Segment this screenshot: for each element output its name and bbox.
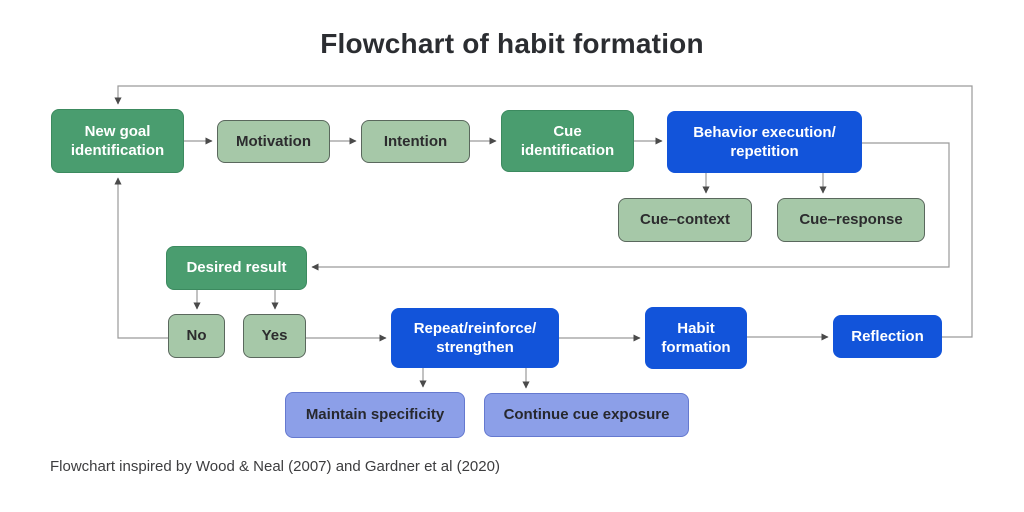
node-maintain-specificity: Maintain specificity [285, 392, 465, 438]
node-yes: Yes [243, 314, 306, 358]
node-motivation: Motivation [217, 120, 330, 163]
node-new-goal-identification: New goal identification [51, 109, 184, 173]
node-desired-result: Desired result [166, 246, 307, 290]
node-reflection: Reflection [833, 315, 942, 358]
node-behavior-execution-repetition: Behavior execution/ repetition [667, 111, 862, 173]
page-title: Flowchart of habit formation [320, 28, 704, 59]
node-habit-formation: Habit formation [645, 307, 747, 369]
source-caption: Flowchart inspired by Wood & Neal (2007)… [50, 458, 500, 475]
node-cue-context: Cue–context [618, 198, 752, 242]
node-continue-cue-exposure: Continue cue exposure [484, 393, 689, 437]
node-intention: Intention [361, 120, 470, 163]
node-cue-identification: Cue identification [501, 110, 634, 172]
node-no: No [168, 314, 225, 358]
node-cue-response: Cue–response [777, 198, 925, 242]
node-repeat-reinforce-strengthen: Repeat/reinforce/ strengthen [391, 308, 559, 368]
